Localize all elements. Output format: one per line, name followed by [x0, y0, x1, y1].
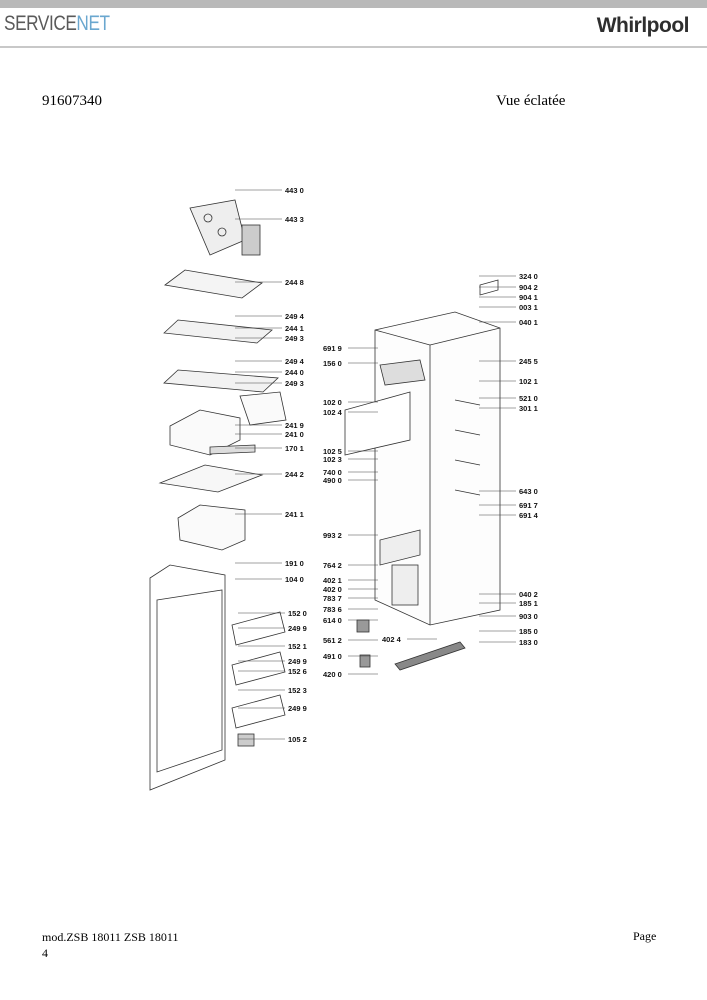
- part-number-label: 691 7: [519, 501, 538, 510]
- part-number-label: 903 0: [519, 612, 538, 621]
- part-number-label: 249 3: [285, 379, 304, 388]
- part-number-label: 241 1: [285, 510, 304, 519]
- view-title: Vue éclatée: [496, 93, 566, 109]
- part-number-label: 490 0: [323, 476, 342, 485]
- part-number-label: 249 4: [285, 357, 305, 366]
- part-number-label: 904 2: [519, 283, 538, 292]
- footer-page-label: Page: [633, 929, 657, 943]
- part-number-label: 521 0: [519, 394, 538, 403]
- part-number-label: 402 0: [323, 585, 342, 594]
- part-number-label: 244 1: [285, 324, 304, 333]
- part-number-label: 003 1: [519, 303, 538, 312]
- part-number-label: 102 5: [323, 447, 342, 456]
- part-number-label: 643 0: [519, 487, 538, 496]
- part-number-label: 249 9: [288, 657, 307, 666]
- part-number-label: 105 2: [288, 735, 307, 744]
- part-number-label: 764 2: [323, 561, 342, 570]
- part-number-label: 040 1: [519, 318, 538, 327]
- part-number-label: 691 4: [519, 511, 539, 520]
- part-number-label: 740 0: [323, 468, 342, 477]
- part-number-label: 104 0: [285, 575, 304, 584]
- part-number-label: 691 9: [323, 344, 342, 353]
- part-number-label: 244 2: [285, 470, 304, 479]
- part-number-label: 249 9: [288, 704, 307, 713]
- part-number-label: 152 0: [288, 609, 307, 618]
- part-number-label: 040 2: [519, 590, 538, 599]
- part-number-label: 244 8: [285, 278, 304, 287]
- part-number-label: 152 3: [288, 686, 307, 695]
- part-number-label: 183 0: [519, 638, 538, 647]
- servicenet-logo: SERVICENET: [4, 12, 110, 35]
- part-number-label: 420 0: [323, 670, 342, 679]
- part-number-label: 249 9: [288, 624, 307, 633]
- part-number-label: 185 1: [519, 599, 538, 608]
- part-number-label: 241 9: [285, 421, 304, 430]
- top-bar: [0, 0, 707, 8]
- part-number-label: 249 4: [285, 312, 305, 321]
- part-number-label: 783 6: [323, 605, 342, 614]
- part-number-label: 102 1: [519, 377, 538, 386]
- part-number-label: 241 0: [285, 430, 304, 439]
- part-number-label: 443 3: [285, 215, 304, 224]
- part-number-label: 152 6: [288, 667, 307, 676]
- part-number-label: 102 0: [323, 398, 342, 407]
- part-number-label: 324 0: [519, 272, 538, 281]
- footer-page-number: 4: [42, 946, 48, 960]
- part-number-label: 191 0: [285, 559, 304, 568]
- part-number-label: 170 1: [285, 444, 304, 453]
- part-number-label: 185 0: [519, 627, 538, 636]
- part-number-label: 783 7: [323, 594, 342, 603]
- part-number-label: 301 1: [519, 404, 538, 413]
- part-number-label: 244 0: [285, 368, 304, 377]
- part-number-label: 402 4: [382, 635, 402, 644]
- document-number: 91607340: [42, 93, 102, 109]
- part-number-label: 904 1: [519, 293, 538, 302]
- part-number-label: 993 2: [323, 531, 342, 540]
- header-divider: [0, 46, 707, 48]
- part-number-label: 561 2: [323, 636, 342, 645]
- part-number-label: 443 0: [285, 186, 304, 195]
- part-number-label: 614 0: [323, 616, 342, 625]
- part-number-label: 402 1: [323, 576, 342, 585]
- part-number-label: 491 0: [323, 652, 342, 661]
- part-number-label: 156 0: [323, 359, 342, 368]
- part-number-label: 152 1: [288, 642, 307, 651]
- part-number-label: 245 5: [519, 357, 538, 366]
- part-number-label: 102 4: [323, 408, 343, 417]
- part-number-label: 249 3: [285, 334, 304, 343]
- part-number-label: 102 3: [323, 455, 342, 464]
- whirlpool-logo: Whirlpool: [596, 14, 690, 37]
